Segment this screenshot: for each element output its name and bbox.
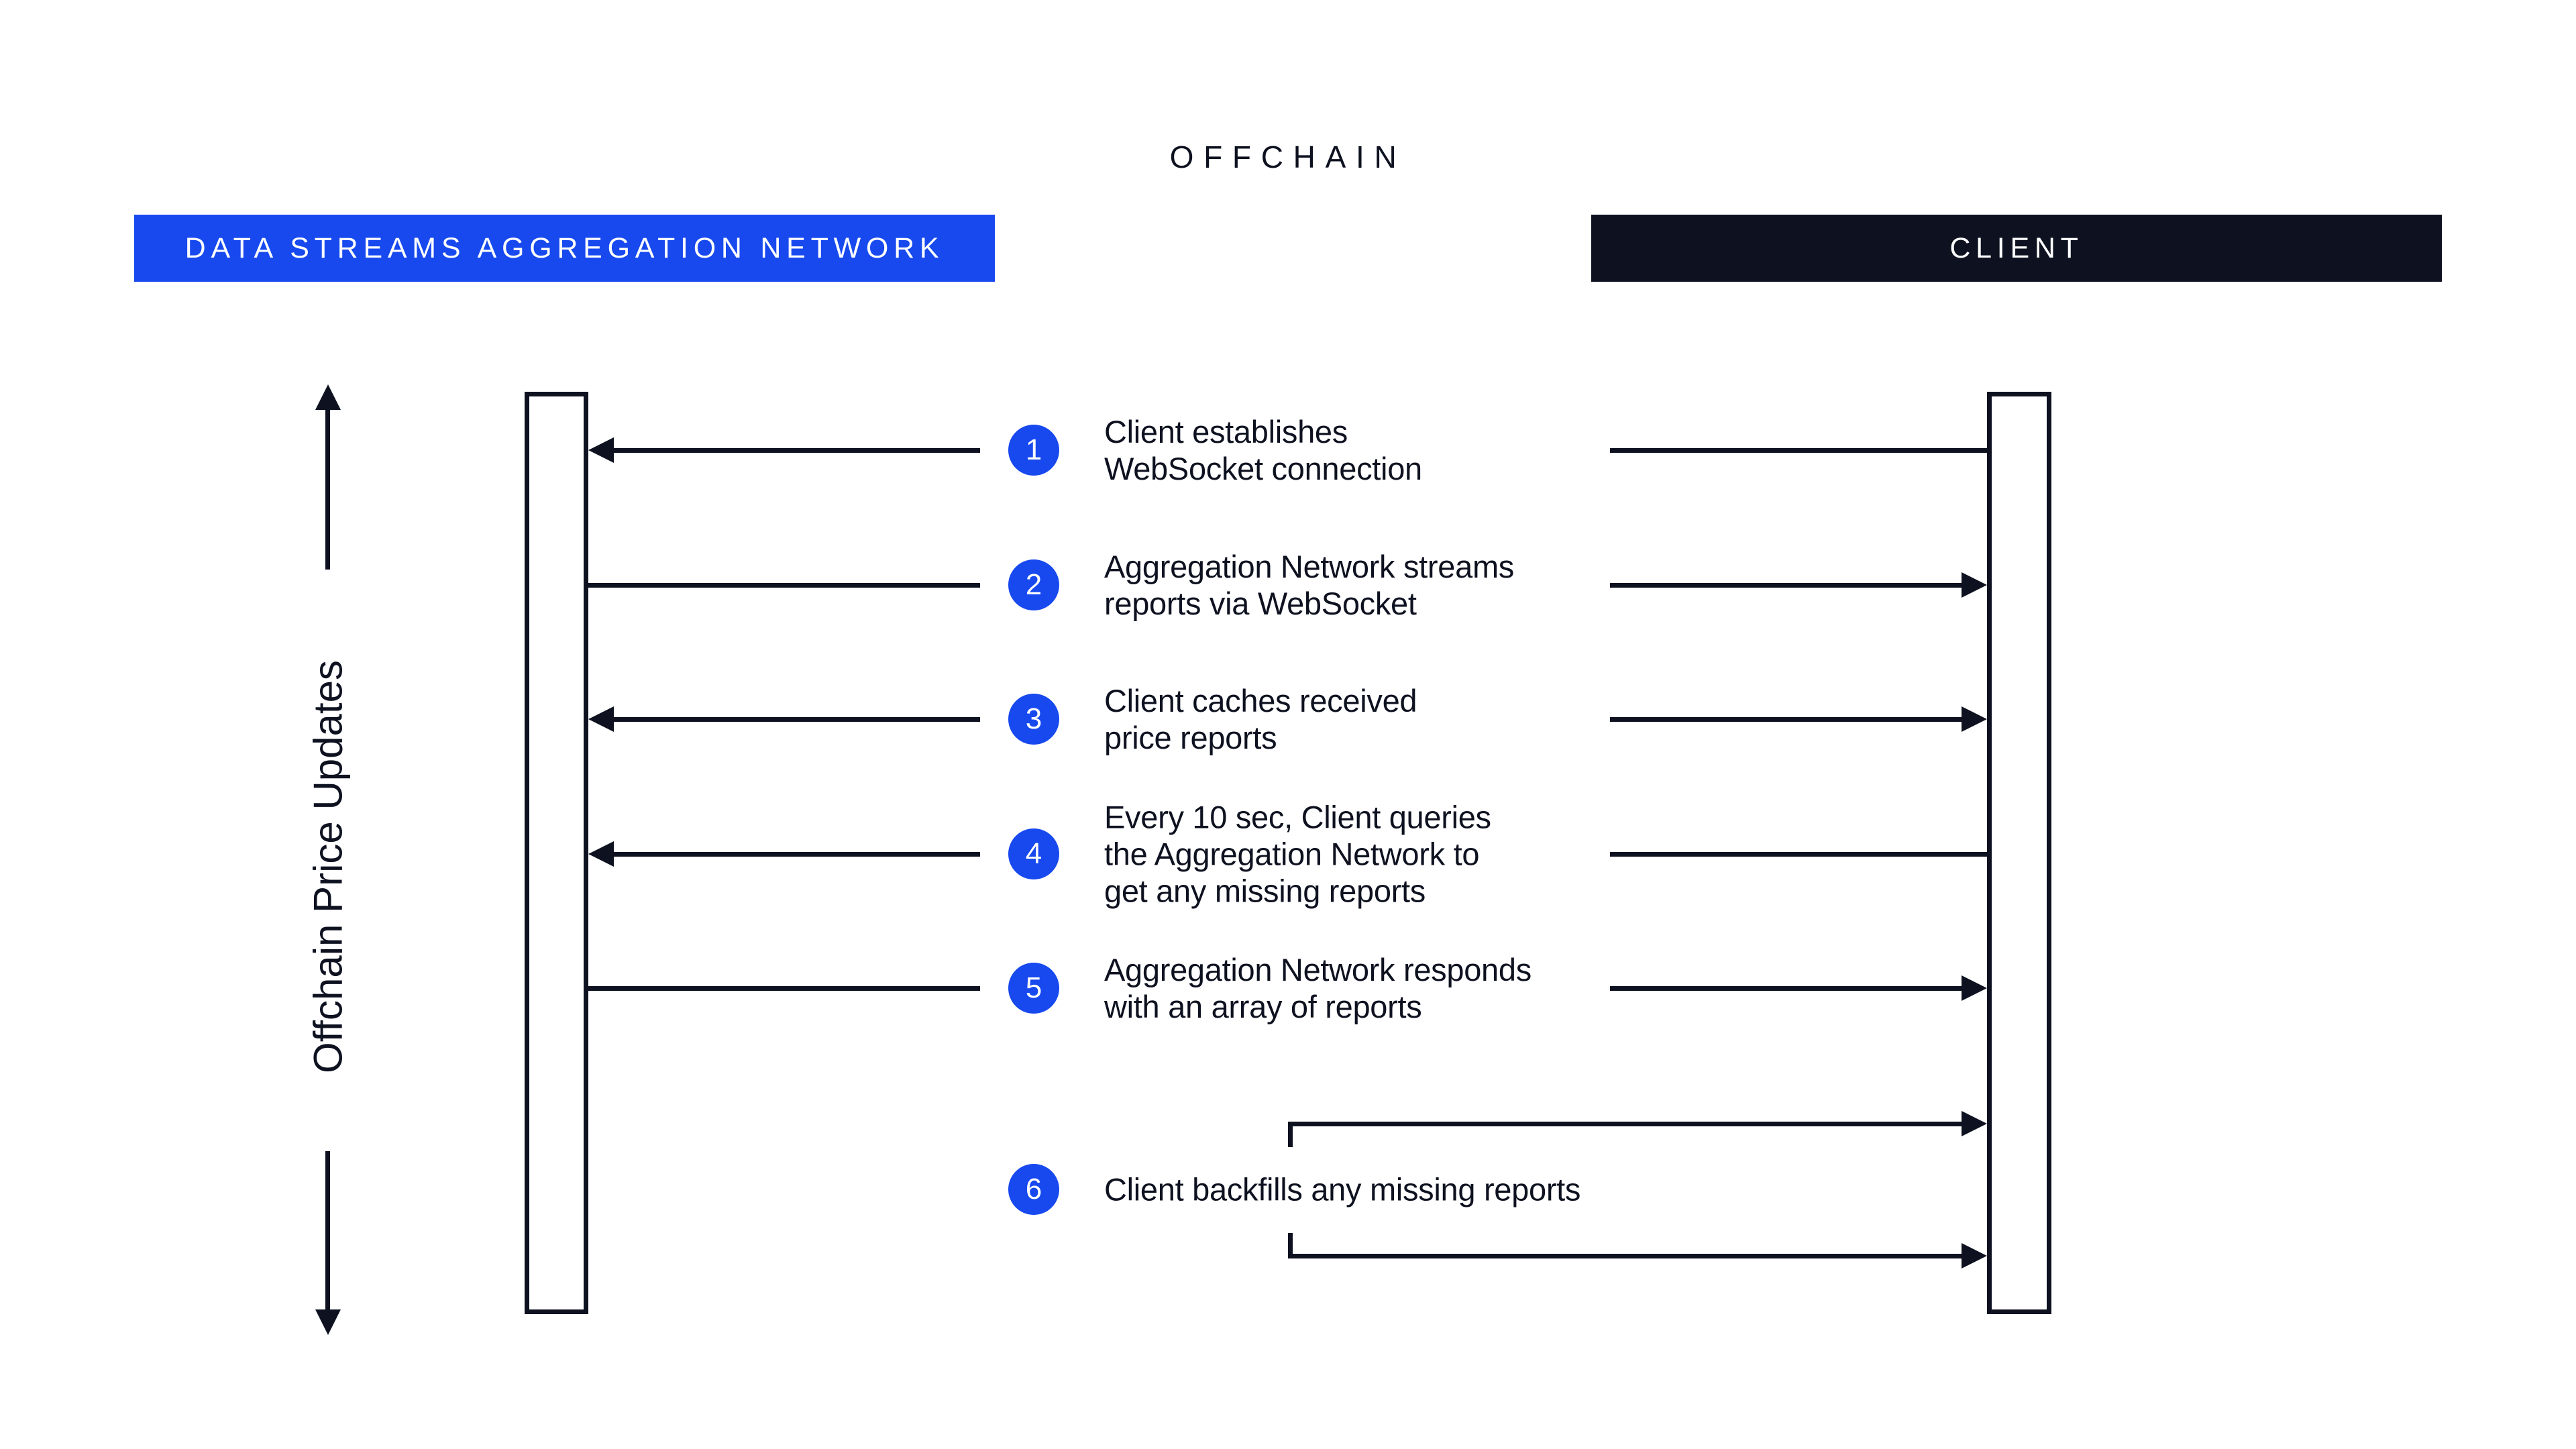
message-line-client-side [1610,583,1967,588]
step-description: Client establishes WebSocket connection [1104,414,1422,486]
arrow-up-icon [315,384,341,410]
step-description: Every 10 sec, Client queries the Aggrega… [1104,799,1491,909]
loop-bottom-bracket-line [1288,1233,1293,1258]
axis-label-offchain-price-updates: Offchain Price Updates [305,660,351,1073]
step-number-badge: 4 [1008,828,1059,879]
step-description: Client caches received price reports [1104,683,1417,755]
step-number-badge: 5 [1008,963,1059,1014]
message-line-network-side [608,852,980,857]
activation-bar-aggregation-network [525,392,588,1314]
loop-top-arrow-line [1288,1122,1967,1126]
message-line-client-side [1610,986,1967,991]
lane-header-aggregation-network: DATA STREAMS AGGREGATION NETWORK [134,215,995,282]
step-description: Aggregation Network responds with an arr… [1104,952,1532,1024]
step-number-badge: 1 [1008,425,1059,476]
message-line-network-side [608,448,980,453]
loop-top-bracket-line [1288,1122,1293,1147]
axis-down-arrow-line [325,1151,330,1312]
arrow-down-icon [315,1309,341,1335]
message-line-network-side [608,717,980,722]
message-line-client-side [1610,852,1987,857]
page-title: OFFCHAIN [1169,140,1407,174]
message-line-network-side [588,986,980,991]
axis-up-arrow-line [325,402,330,570]
lane-header-client: CLIENT [1591,215,2442,282]
message-line-client-side [1610,717,1967,722]
activation-bar-client [1987,392,2051,1314]
loop-bottom-arrow-line [1288,1254,1967,1258]
message-line-network-side [588,583,980,588]
step-description: Aggregation Network streams reports via … [1104,549,1515,621]
arrowhead-to-client-icon [1962,1243,1987,1269]
arrowhead-to-client-icon [1962,1111,1987,1136]
step-description: Client backfills any missing reports [1104,1171,1581,1208]
step-number-badge: 3 [1008,694,1059,745]
step-number-badge: 2 [1008,559,1059,610]
message-line-client-side [1610,448,1987,453]
step-number-badge: 6 [1008,1164,1059,1215]
